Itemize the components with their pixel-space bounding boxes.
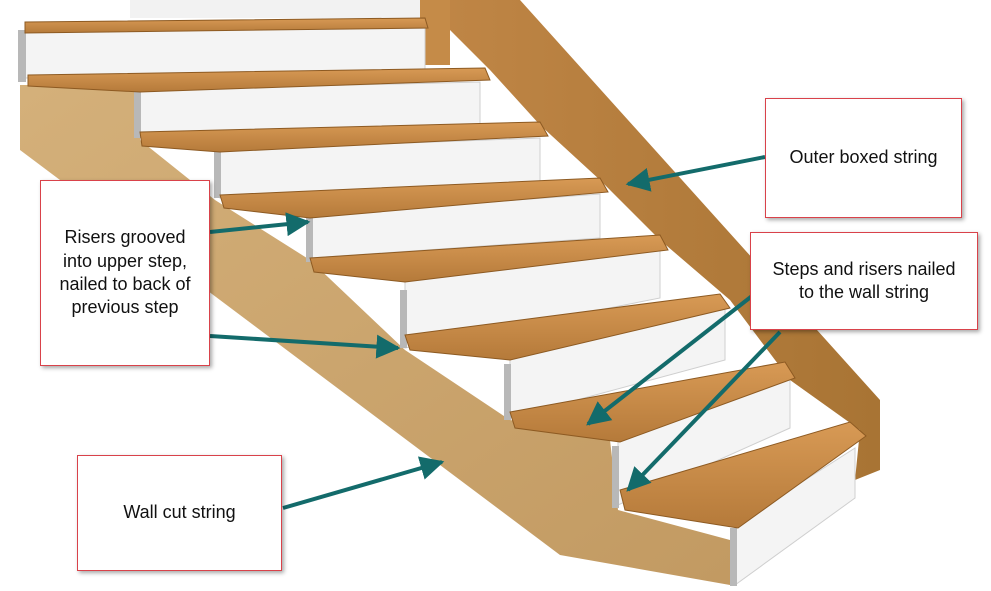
arrow-wall-cut-string [282,456,445,510]
riser-groove [306,214,313,262]
riser-grooves [18,30,737,586]
upper-landing-wall [130,0,420,18]
riser-groove [134,90,141,138]
arrows [209,155,782,510]
riser-groove [612,446,619,508]
callout-wall-cut-string: Wall cut string [77,455,282,571]
arrow-outer-boxed-string [625,155,766,192]
riser-groove [504,364,511,420]
callout-outer-boxed-string-text: Outer boxed string [789,147,938,168]
callout-steps-risers-nailed: Steps and risers nailed to the wall stri… [750,232,978,330]
tread [27,67,491,93]
riser-groove [400,290,407,348]
newel-post [420,0,450,65]
riser-groove [214,150,221,198]
callout-risers-grooved: Risers grooved into upper step, nailed t… [40,180,210,366]
callout-outer-boxed-string: Outer boxed string [765,98,962,218]
arrow-risers-grooved-2 [209,334,401,359]
treads [24,17,867,529]
riser-groove [730,528,737,586]
arrow-risers-grooved-1 [209,212,311,237]
tread [619,421,867,529]
tread [139,121,549,153]
outer-boxed-string [430,0,880,480]
tread [404,293,731,361]
riser-groove [18,30,26,82]
arrow-steps-risers-2 [626,330,782,492]
callout-steps-risers-nailed-text: Steps and risers nailed to the wall stri… [772,258,956,302]
tread [24,17,429,34]
risers [24,27,856,586]
arrow-steps-risers-1 [586,294,754,426]
tread [309,234,669,283]
callout-risers-grooved-text: Risers grooved into upper step, nailed t… [59,227,191,318]
callout-wall-cut-string-text: Wall cut string [123,502,236,523]
tread [219,177,609,219]
